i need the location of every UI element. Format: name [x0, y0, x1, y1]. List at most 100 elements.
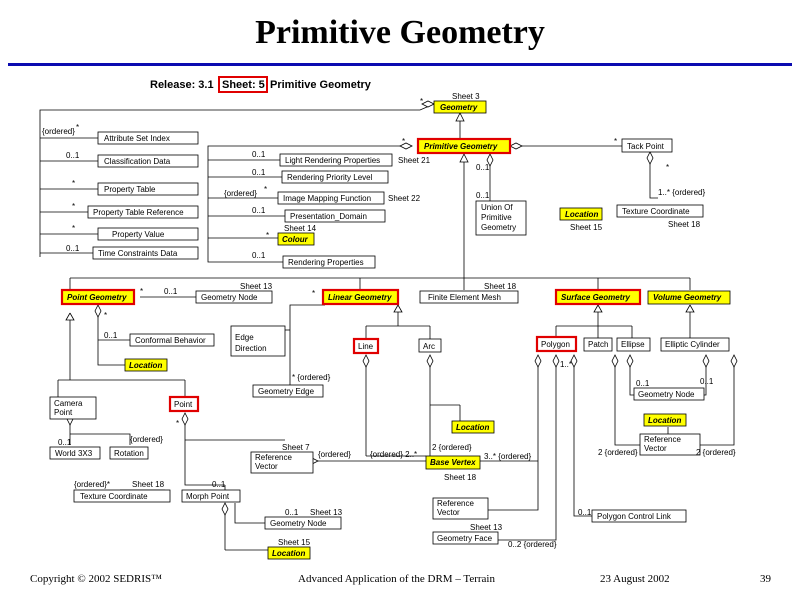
union-line1: Union Of	[481, 203, 513, 212]
mult-label: 0..1	[476, 191, 490, 200]
box-property-value-label: Property Value	[112, 230, 165, 239]
box-location-pg[interactable]: Location	[124, 358, 168, 372]
mult-label: 2 {ordered}	[696, 448, 736, 457]
box-finite-element-mesh-label: Finite Element Mesh	[428, 293, 501, 302]
box-geometry-node-pg-label: Geometry Node	[201, 293, 258, 302]
sheet21-label: Sheet 21	[398, 156, 431, 165]
box-rendering-priority-level[interactable]: Rendering Priority Level	[281, 170, 389, 184]
box-rotation-label: Rotation	[114, 449, 144, 458]
mult-label: 0..1	[58, 438, 72, 447]
box-morph-point[interactable]: Morph Point	[181, 489, 241, 503]
box-presentation-domain[interactable]: Presentation_Domain	[284, 209, 386, 223]
connectors	[39, 103, 735, 551]
box-property-table[interactable]: Property Table	[97, 182, 199, 196]
box-property-value[interactable]: Property Value	[97, 227, 199, 241]
box-point-geometry-label: Point Geometry	[67, 293, 127, 302]
box-line[interactable]: Line	[352, 337, 380, 355]
box-union-of-primitive-geometry[interactable]: Union Of Primitive Geometry	[475, 200, 527, 236]
box-primitive-geometry[interactable]: Primitive Geometry	[416, 137, 512, 155]
box-location-vol[interactable]: Location	[643, 413, 687, 427]
box-rendering-properties-label: Rendering Properties	[288, 258, 364, 267]
box-surface-geometry[interactable]: Surface Geometry	[554, 288, 642, 306]
mult-star: *	[72, 179, 75, 188]
sheet-highlight	[218, 76, 268, 93]
mult-star: *	[264, 185, 267, 194]
box-image-mapping-function[interactable]: Image Mapping Function	[277, 191, 385, 205]
box-geometry-node-vol[interactable]: Geometry Node	[633, 387, 705, 401]
box-arc-label: Arc	[423, 342, 435, 351]
box-geometry-face[interactable]: Geometry Face	[432, 531, 499, 545]
box-ref-vector-vol[interactable]: Reference Vector	[639, 433, 701, 456]
box-arc[interactable]: Arc	[418, 338, 442, 353]
box-rotation[interactable]: Rotation	[109, 446, 149, 460]
box-ellipse-label: Ellipse	[621, 340, 645, 349]
sheet13-label: Sheet 13	[310, 508, 343, 517]
ordered-label: {ordered}	[318, 450, 351, 459]
box-texture-coordinate-tack[interactable]: Texture Coordinate	[616, 204, 704, 218]
box-tack-point[interactable]: Tack Point	[621, 138, 673, 153]
box-camera-point[interactable]: Camera Point	[49, 396, 97, 420]
sheet-label: Sheet: 5	[222, 79, 265, 91]
box-classification-data[interactable]: Classification Data	[97, 154, 199, 168]
box-elliptic-cylinder-label: Elliptic Cylinder	[665, 340, 720, 349]
box-world-3x3-label: World 3X3	[55, 449, 93, 458]
box-attribute-set-index[interactable]: Attribute Set Index	[97, 131, 199, 145]
box-ref-vector-poly[interactable]: Reference Vector	[432, 497, 489, 520]
sheet18-label: Sheet 18	[668, 220, 701, 229]
ordered-label: {ordered}	[224, 189, 257, 198]
box-location-tack[interactable]: Location	[559, 207, 603, 221]
box-colour[interactable]: Colour	[277, 232, 315, 246]
box-polygon[interactable]: Polygon	[535, 335, 578, 353]
box-rendering-properties[interactable]: Rendering Properties	[282, 255, 376, 269]
box-location-arc[interactable]: Location	[451, 420, 495, 434]
box-rendering-priority-level-label: Rendering Priority Level	[287, 173, 373, 182]
box-property-table-reference[interactable]: Property Table Reference	[87, 205, 199, 219]
mult-label: 0..1	[636, 379, 650, 388]
box-classification-data-label: Classification Data	[104, 157, 171, 166]
mult-star: *	[312, 289, 315, 298]
box-conformal-behavior[interactable]: Conformal Behavior	[129, 333, 215, 347]
box-geometry-node-pg[interactable]: Geometry Node	[195, 290, 273, 304]
box-elliptic-cylinder[interactable]: Elliptic Cylinder	[660, 337, 730, 352]
box-ellipse[interactable]: Ellipse	[616, 337, 651, 352]
box-linear-geometry[interactable]: Linear Geometry	[321, 288, 400, 306]
box-geometry-edge[interactable]: Geometry Edge	[252, 384, 324, 398]
box-volume-geometry-label: Volume Geometry	[653, 293, 722, 302]
box-reference-vector[interactable]: Reference Vector	[250, 451, 314, 474]
ordered-label: {ordered}	[130, 435, 163, 444]
sheet3-label: Sheet 3	[452, 92, 480, 101]
box-patch[interactable]: Patch	[583, 337, 613, 352]
sheet7-label: Sheet 7	[282, 443, 310, 452]
box-patch-label: Patch	[588, 340, 608, 349]
box-location-arc-label: Location	[456, 423, 489, 432]
mult-star: *	[266, 231, 269, 240]
ref-vector-vol-line2: Vector	[644, 444, 667, 453]
box-point-geometry[interactable]: Point Geometry	[60, 288, 136, 306]
box-finite-element-mesh[interactable]: Finite Element Mesh	[419, 290, 519, 304]
ref-vector-poly-line1: Reference	[437, 499, 474, 508]
mult-label: 0..1	[104, 331, 118, 340]
footer-date: 23 August 2002	[600, 573, 670, 585]
box-property-table-label: Property Table	[104, 185, 156, 194]
box-edge-direction[interactable]: Edge Direction	[230, 325, 286, 357]
reference-vector-line1: Reference	[255, 453, 292, 462]
box-location-vol-label: Location	[648, 416, 681, 425]
box-polygon-control-link[interactable]: Polygon Control Link	[591, 509, 687, 523]
box-point[interactable]: Point	[168, 395, 200, 413]
box-location-pg-label: Location	[129, 361, 162, 370]
box-tack-point-label: Tack Point	[627, 142, 665, 151]
box-volume-geometry[interactable]: Volume Geometry	[647, 290, 731, 305]
box-location-mp[interactable]: Location	[267, 546, 311, 560]
mult-star: *	[76, 123, 79, 132]
box-texture-coordinate[interactable]: Texture Coordinate	[73, 489, 171, 503]
camera-point-line1: Camera	[54, 399, 83, 408]
box-geometry[interactable]: Geometry	[433, 100, 487, 114]
reference-vector-line2: Vector	[255, 462, 278, 471]
box-morph-point-label: Morph Point	[186, 492, 230, 501]
box-light-rendering-properties[interactable]: Light Rendering Properties	[279, 153, 393, 167]
mult-label: 2 {ordered}	[598, 448, 638, 457]
box-world-3x3[interactable]: World 3X3	[49, 446, 101, 460]
box-time-constraints-data[interactable]: Time Constraints Data	[92, 246, 199, 260]
box-geometry-node-mp[interactable]: Geometry Node	[264, 516, 342, 530]
box-base-vertex[interactable]: Base Vertex	[425, 455, 481, 470]
